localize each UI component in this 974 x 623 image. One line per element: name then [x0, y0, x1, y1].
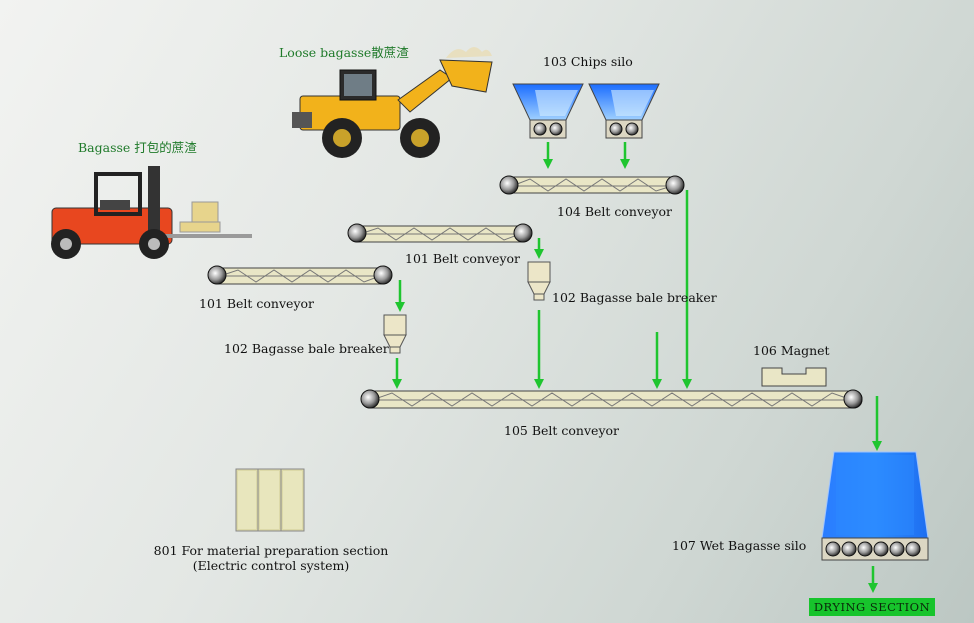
bagasse-baled-label: Bagasse 打包的蔗渣	[78, 140, 197, 155]
breaker-102-right-label: 102 Bagasse bale breaker	[552, 290, 717, 305]
belt-conveyor-101-lower	[207, 265, 393, 285]
bale-breaker-right	[527, 261, 551, 301]
forklift	[51, 166, 252, 259]
belt-105-label: 105 Belt conveyor	[504, 423, 620, 438]
chips-silo-right	[588, 83, 660, 139]
breaker-102-left-label: 102 Bagasse bale breaker	[224, 341, 389, 356]
magnet-106-label: 106 Magnet	[753, 343, 830, 358]
magnet-106	[761, 367, 827, 387]
belt-101-lower-label: 101 Belt conveyor	[199, 296, 315, 311]
belt-conveyor-105	[360, 389, 863, 409]
wet-bagasse-silo	[821, 451, 929, 561]
belt-conveyor-101-upper	[347, 223, 533, 243]
flow-arrows	[392, 142, 882, 593]
belt-104-label: 104 Belt conveyor	[557, 204, 673, 219]
chips-silo-label: 103 Chips silo	[543, 54, 633, 69]
chips-silo-left	[512, 83, 584, 139]
loose-bagasse-label: Loose bagasse散蔗渣	[279, 45, 409, 60]
electric-control-cabinet	[235, 468, 305, 532]
belt-101-upper-label: 101 Belt conveyor	[405, 251, 521, 266]
bale-breaker-left	[383, 314, 407, 354]
control-system-label-line1: 801 For material preparation section	[153, 543, 389, 558]
control-system-label-line2: (Electric control system)	[192, 558, 350, 573]
drying-section-badge: DRYING SECTION	[809, 598, 935, 616]
wet-silo-label: 107 Wet Bagasse silo	[672, 538, 807, 553]
belt-conveyor-104	[499, 175, 685, 195]
wheel-loader	[292, 47, 493, 158]
